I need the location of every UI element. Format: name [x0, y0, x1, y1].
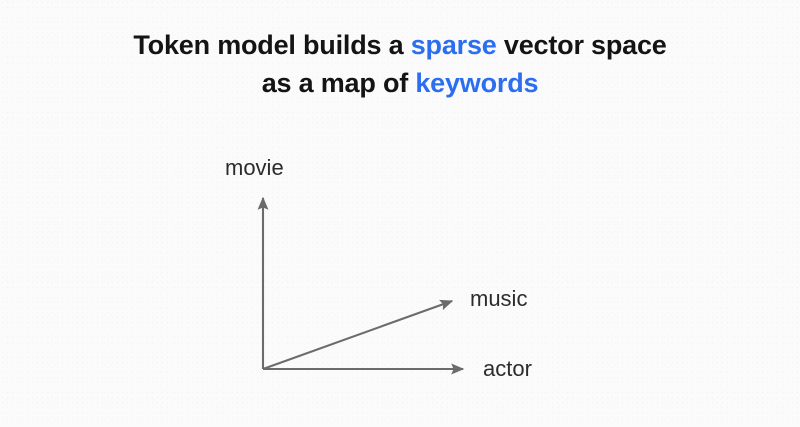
axis-label-actor: actor [483, 356, 532, 381]
page-title: Token model builds a sparse vector space… [0, 26, 800, 102]
title-line-1-part-1: Token model builds a [133, 30, 411, 60]
diagonal-vector-line [262, 299, 454, 370]
title-highlight-keywords: keywords [415, 68, 539, 98]
title-line-1: Token model builds a sparse vector space [0, 26, 800, 64]
title-line-2-part-1: as a map of [261, 68, 416, 98]
title-line-1-part-3: vector space [496, 30, 667, 60]
axis-label-music: music [470, 286, 528, 311]
title-line-2: as a map of keywords [0, 64, 800, 102]
title-highlight-sparse: sparse [410, 30, 497, 60]
axis-label-movie: movie [225, 155, 284, 180]
